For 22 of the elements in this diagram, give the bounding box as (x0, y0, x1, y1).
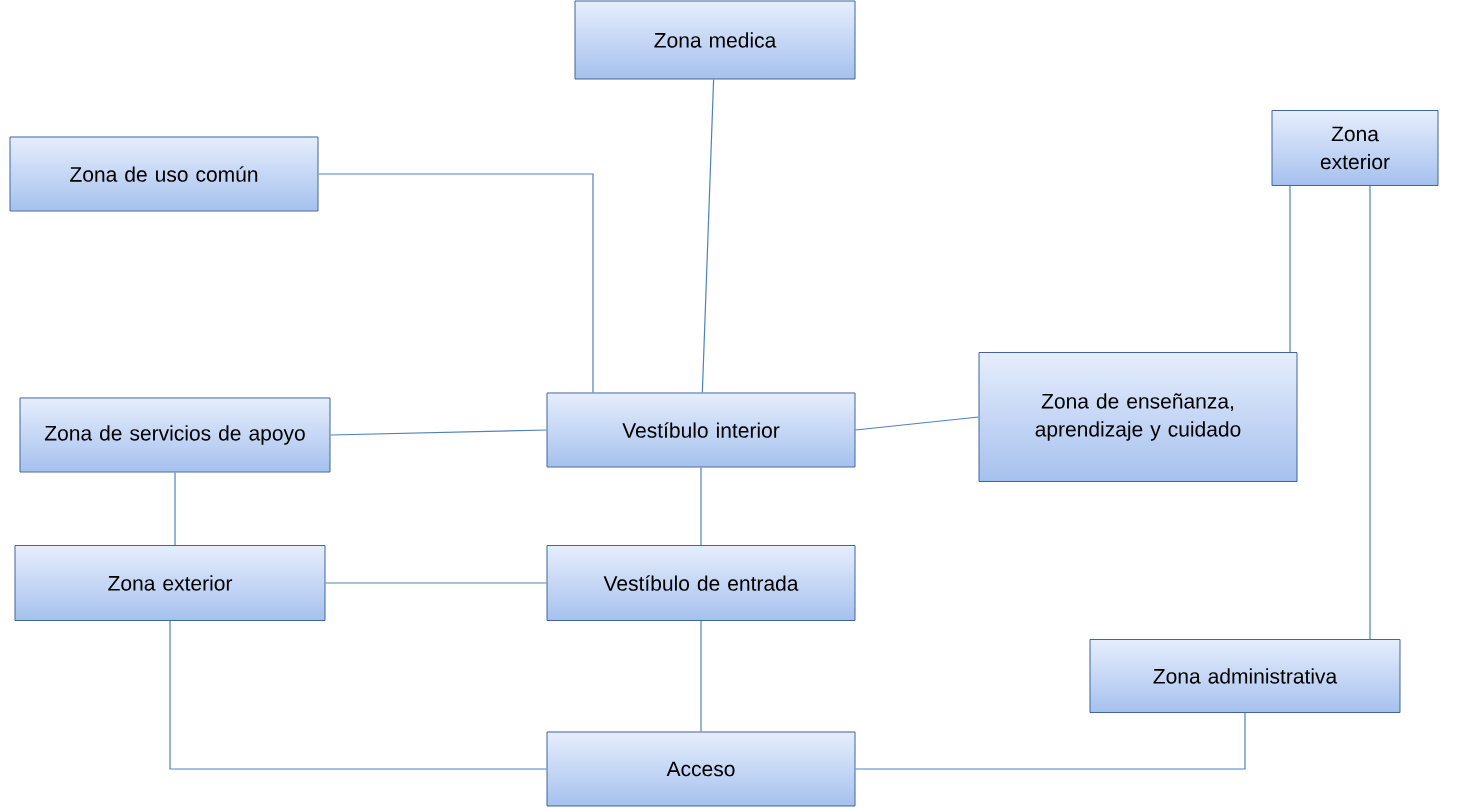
connector-line (701, 78, 715, 394)
zone-box: Zona de uso común (9, 136, 319, 212)
zone-box: Zona exterior (1271, 110, 1439, 186)
connector-line (174, 471, 176, 546)
zone-box: Vestíbulo interior (546, 392, 856, 468)
connector-line (700, 466, 702, 546)
connector-line (1369, 185, 1371, 640)
zone-box: Zona medica (574, 0, 856, 80)
zone-box: Vestíbulo de entrada (546, 545, 856, 621)
zone-box: Zona de enseñanza, aprendizaje y cuidado (978, 352, 1298, 482)
connector-line (324, 582, 548, 584)
zone-box: Acceso (546, 731, 856, 807)
connector-line (317, 173, 594, 394)
connector-line (854, 416, 980, 431)
zone-box: Zona de servicios de apoyo (19, 397, 331, 473)
connector-line (1289, 185, 1291, 353)
connector-line (700, 620, 702, 733)
connector-line (169, 620, 548, 770)
zone-box: Zona exterior (14, 545, 326, 621)
connector-line (329, 429, 548, 436)
zone-box: Zona administrativa (1089, 639, 1401, 713)
connector-line (854, 712, 1246, 770)
